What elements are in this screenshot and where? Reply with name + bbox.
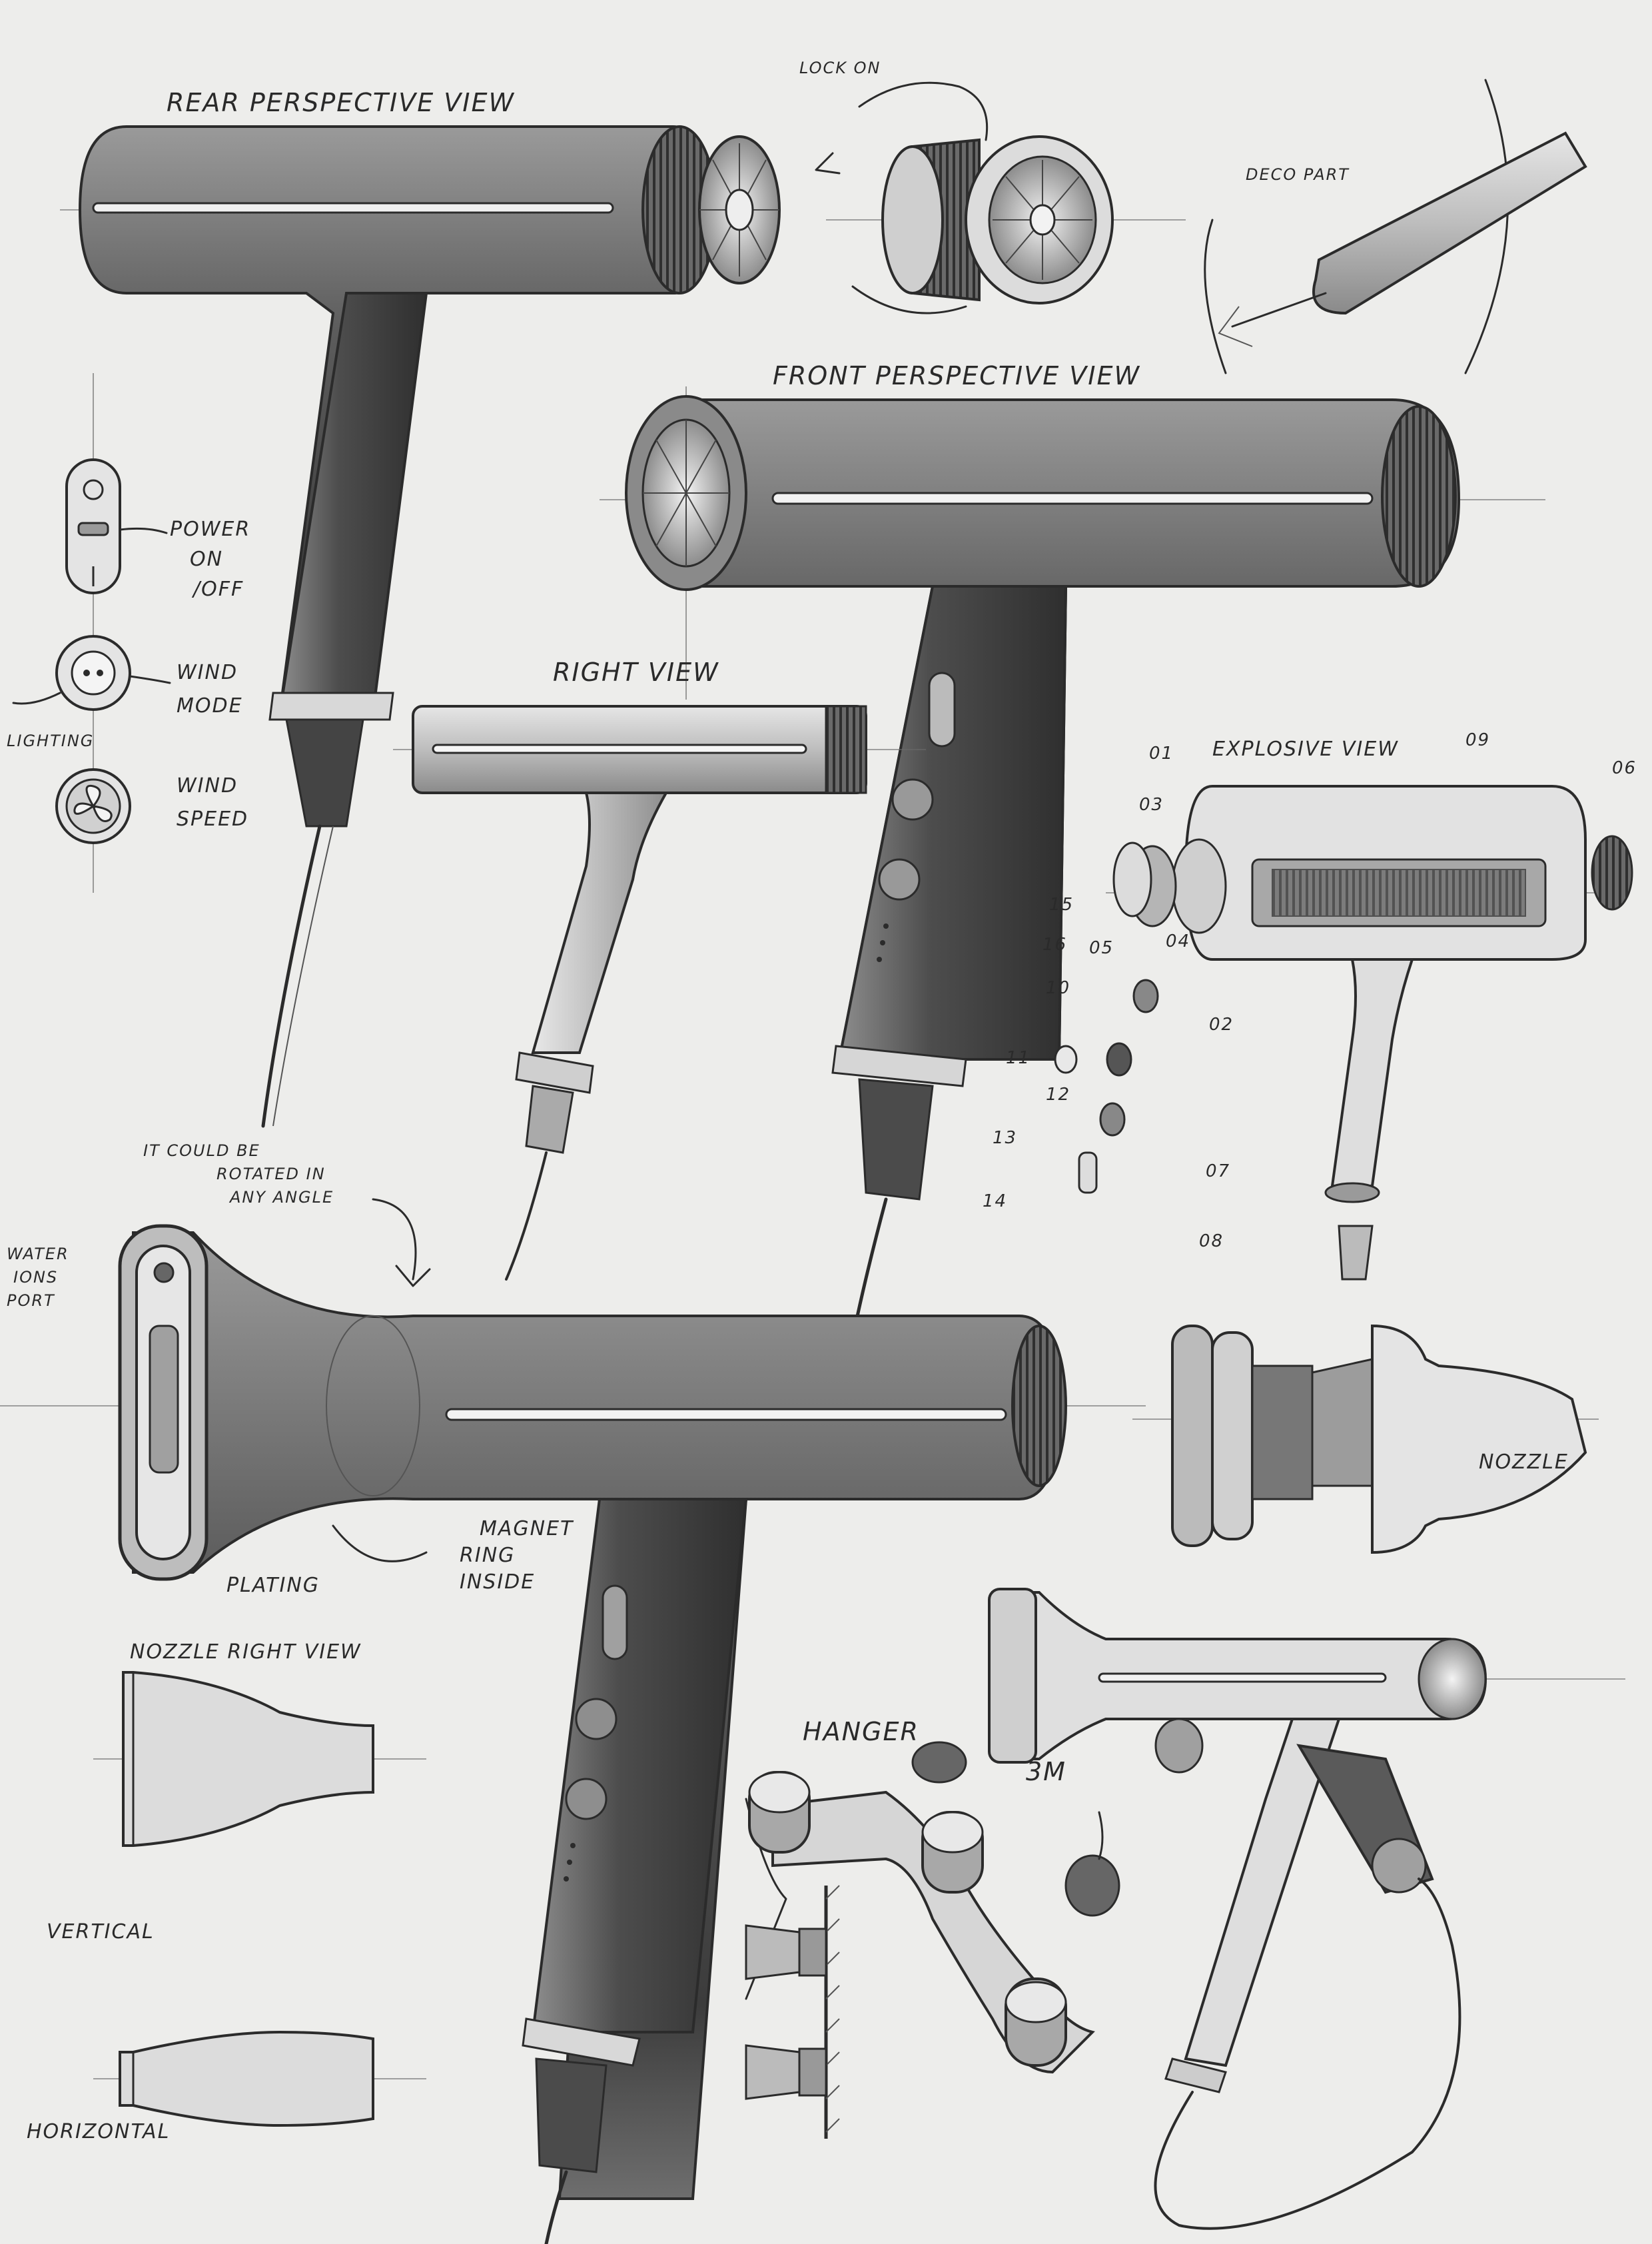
part-03: 03 <box>1139 795 1164 815</box>
right-view-title: RIGHT VIEW <box>553 658 719 687</box>
rear-view-dryer <box>60 125 781 1128</box>
nozzle-right-view-title: NOZZLE RIGHT VIEW <box>130 1640 362 1664</box>
deco-part-detail <box>1204 79 1587 374</box>
part-06: 06 <box>1612 758 1637 778</box>
nozzle-profiles <box>93 1671 426 2127</box>
part-12: 12 <box>1046 1085 1071 1105</box>
hanger-label: HANGER <box>803 1717 919 1746</box>
vertical-label: VERTICAL <box>47 1920 155 1944</box>
part-08: 08 <box>1199 1231 1224 1251</box>
front-view-title: FRONT PERSPECTIVE VIEW <box>773 361 1141 390</box>
rotate-note-2: ROTATED IN <box>216 1165 326 1183</box>
power-label: POWER <box>170 518 251 541</box>
part-04: 04 <box>1166 931 1191 951</box>
part-11: 11 <box>1006 1048 1031 1068</box>
water-ions-1: WATER <box>7 1245 69 1263</box>
part-10: 10 <box>1046 978 1071 998</box>
part-14: 14 <box>983 1191 1008 1211</box>
magnet-label-3: INSIDE <box>460 1570 536 1594</box>
hanger-detail <box>745 1741 1120 2139</box>
rear-view-title: REAR PERSPECTIVE VIEW <box>167 88 516 117</box>
explosive-view-title: EXPLOSIVE VIEW <box>1212 738 1399 761</box>
part-05: 05 <box>1089 938 1114 958</box>
part-07: 07 <box>1206 1161 1231 1181</box>
lock-on-detail <box>815 81 1186 314</box>
off-label: /OFF <box>193 578 244 601</box>
rotate-note-3: ANY ANGLE <box>230 1188 334 1207</box>
part-01: 01 <box>1149 744 1174 764</box>
explosive-view <box>1054 785 1633 1281</box>
wind-speed-label-2: SPEED <box>177 808 249 831</box>
wind-mode-label-2: MODE <box>177 694 243 718</box>
plating-label: PLATING <box>226 1574 320 1597</box>
water-ions-2: IONS <box>13 1268 59 1287</box>
deco-part-label: DECO PART <box>1246 165 1350 184</box>
wind-speed-label-1: WIND <box>177 774 238 798</box>
part-02: 02 <box>1209 1015 1234 1035</box>
three-m-label: 3M <box>1026 1757 1066 1786</box>
nozzle-label: NOZZLE <box>1479 1450 1569 1474</box>
on-label: ON <box>190 548 224 571</box>
magnet-label-1: MAGNET <box>480 1517 574 1540</box>
nozzle-dryer <box>0 1198 1146 2244</box>
wind-mode-label-1: WIND <box>177 661 238 684</box>
front-view-dryer <box>600 386 1545 1375</box>
part-16: 16 <box>1042 935 1068 955</box>
water-ions-3: PORT <box>7 1291 55 1310</box>
part-13: 13 <box>993 1128 1018 1148</box>
right-view-dryer <box>393 705 926 1281</box>
control-buttons <box>12 373 171 893</box>
dryer-on-hanger <box>988 1588 1625 2230</box>
rotate-note-1: IT COULD BE <box>143 1141 260 1160</box>
horizontal-label: HORIZONTAL <box>27 2120 171 2143</box>
lock-on-label: LOCK ON <box>799 59 881 77</box>
magnet-label-2: RING <box>460 1544 516 1567</box>
part-09: 09 <box>1465 730 1491 750</box>
lighting-label: LIGHTING <box>7 732 95 750</box>
nozzle-exploded <box>1132 1324 1599 1554</box>
part-15: 15 <box>1049 895 1074 915</box>
